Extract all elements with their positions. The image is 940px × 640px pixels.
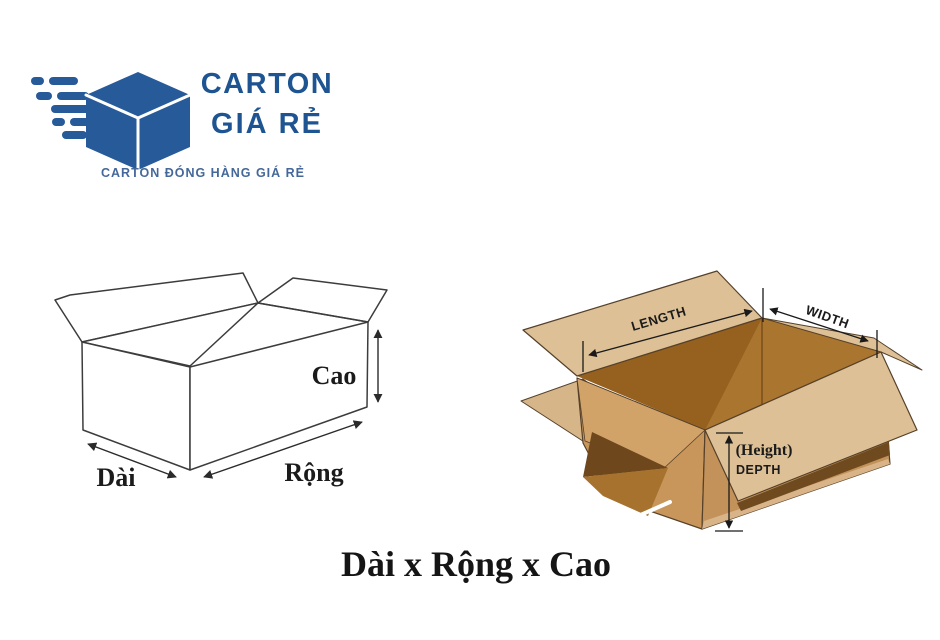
rong-label: Rộng	[284, 458, 343, 487]
dimension-arrows	[582, 288, 878, 532]
lineart-box	[54, 272, 388, 471]
height-label: (Height)	[736, 442, 793, 459]
dimension-arrows	[87, 329, 383, 479]
brand-tagline: CARTON ĐÓNG HÀNG GIÁ RẺ	[100, 166, 306, 180]
brand-line2: GIÁ RẺ	[211, 108, 323, 140]
cube-icon	[84, 72, 192, 172]
brand-name: CARTON GIÁ RẺ	[198, 70, 336, 139]
lineart-box-diagram: Cao Dài Rộng	[54, 272, 388, 492]
brand-line1: CARTON	[200, 68, 334, 100]
caption: Dài x Rộng x Cao	[340, 544, 612, 584]
depth-label: DEPTH	[736, 463, 781, 477]
speeding-carton-box-icon	[31, 72, 192, 172]
cao-label: Cao	[312, 361, 357, 390]
cardboard-box	[520, 270, 923, 530]
dai-label: Dài	[97, 463, 136, 492]
cardboard-box-diagram: LENGTH WIDTH (Height) DEPTH	[520, 270, 923, 532]
